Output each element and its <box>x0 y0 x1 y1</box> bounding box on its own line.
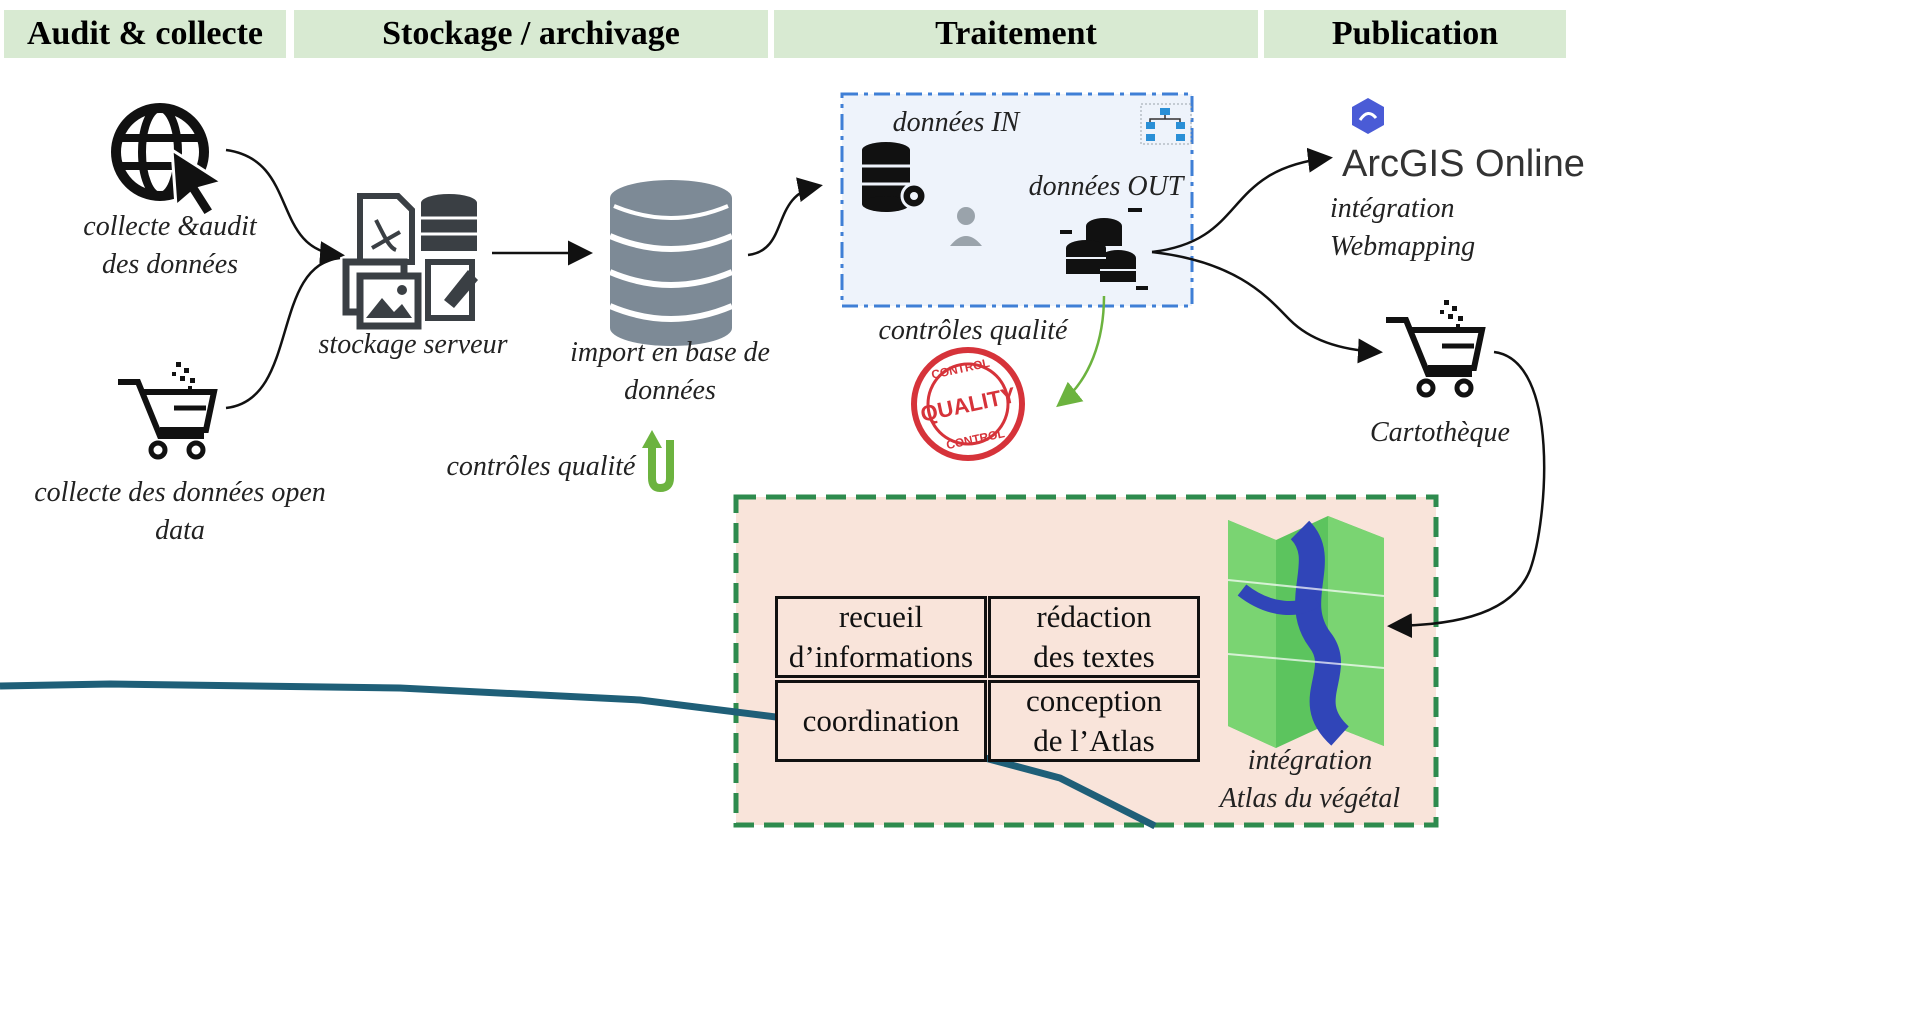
header-publication: Publication <box>1264 10 1566 58</box>
label-integration-webmapping: intégration Webmapping <box>1330 193 1476 262</box>
label-stockage-serveur: stockage serveur <box>318 329 508 360</box>
label-cartotheque: Cartothèque <box>1370 417 1510 448</box>
header-traitement: Traitement <box>774 10 1258 58</box>
map-icon <box>1227 516 1385 748</box>
database-icon <box>608 180 734 346</box>
box-conception-atlas: conception de l’Atlas <box>988 680 1200 762</box>
file-server-icon <box>342 193 478 330</box>
arrow-cartotheque-to-atlas <box>1387 350 1546 639</box>
database-gear-icon <box>862 142 928 212</box>
decorative-teal-line <box>0 680 1157 830</box>
arcgis-online-title: ArcGIS Online <box>1342 143 1585 185</box>
label-integration-atlas: intégration Atlas du végétal <box>1219 745 1401 814</box>
box-coordination: coordination <box>775 680 987 762</box>
network-icon <box>1140 103 1192 145</box>
label-controles-qualite-import: contrôles qualité <box>446 451 636 482</box>
arrow-out-to-quality <box>1056 295 1106 408</box>
arrow-collecte-to-stockage <box>225 148 345 267</box>
arcgis-logo-icon <box>1352 98 1384 134</box>
arrow-import-to-traitement <box>747 177 823 257</box>
user-gear-icon <box>950 207 982 246</box>
box-recueil-informations: recueil d’informations <box>775 596 987 678</box>
header-audit: Audit & collecte <box>4 10 286 58</box>
header-stockage: Stockage / archivage <box>294 10 768 58</box>
arrow-opendata-to-stockage <box>225 256 341 410</box>
cart-icon-cartotheque <box>1386 300 1486 398</box>
globe-cursor-icon <box>111 103 226 219</box>
label-donnees-out: données OUT <box>1028 171 1184 202</box>
cart-icon-open-data <box>118 362 218 460</box>
label-controles-qualite-traitement: contrôles qualité <box>878 315 1068 346</box>
quality-stamp-icon: CONTROL QUALITY CONTROL <box>911 347 1025 461</box>
coins-stack-icon <box>1060 208 1148 290</box>
label-import-bdd: import en base de données <box>570 337 770 406</box>
arrow-out-to-cartotheque <box>1151 250 1383 364</box>
label-collecte-audit: collecte &audit des données <box>83 211 257 280</box>
label-collecte-open-data: collecte des données open data <box>34 477 326 546</box>
box-redaction-textes: rédaction des textes <box>988 596 1200 678</box>
u-turn-arrow-icon <box>642 430 674 493</box>
arrow-out-to-arcgis <box>1151 147 1333 254</box>
label-donnees-in: données IN <box>892 107 1020 138</box>
